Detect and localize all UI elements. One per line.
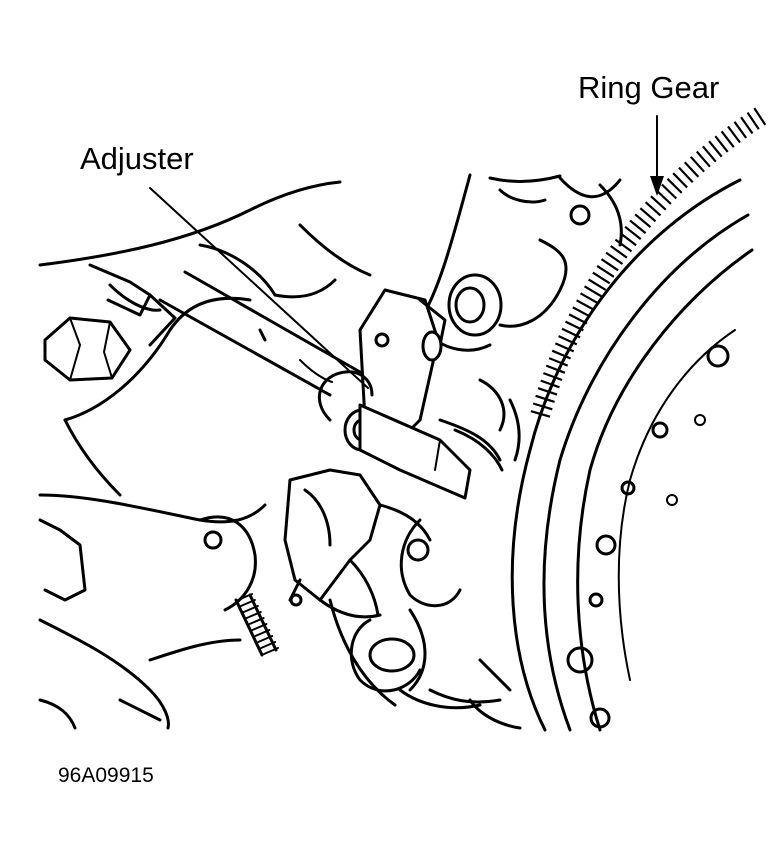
gear-tooth bbox=[540, 379, 560, 389]
gear-tooth bbox=[568, 313, 588, 325]
gear-tooth bbox=[614, 238, 633, 253]
gear-tooth bbox=[605, 251, 624, 265]
gear-tooth bbox=[733, 121, 748, 139]
gear-tooth bbox=[650, 195, 667, 211]
gear-tooth bbox=[600, 258, 619, 272]
gear-tooth bbox=[543, 372, 563, 382]
gear-tooth bbox=[655, 189, 672, 205]
leader-lines bbox=[149, 115, 664, 389]
gear-tooth bbox=[545, 364, 566, 374]
gear-tooth bbox=[610, 245, 628, 259]
gear-tooth bbox=[661, 183, 678, 200]
gear-tooth bbox=[583, 285, 603, 298]
ring-gear-teeth bbox=[530, 107, 767, 418]
gear-tooth bbox=[740, 116, 754, 135]
gear-tooth bbox=[683, 161, 700, 178]
gear-tooth bbox=[720, 130, 735, 148]
gear-tooth bbox=[689, 156, 705, 173]
gear-tooth bbox=[548, 357, 569, 367]
gear-tooth bbox=[588, 278, 607, 291]
gear-tooth bbox=[702, 145, 717, 163]
gear-tooth bbox=[695, 150, 711, 168]
gear-tooth bbox=[714, 135, 729, 153]
gear-tooth bbox=[634, 213, 652, 228]
gear-tooth bbox=[554, 342, 575, 353]
gear-tooth bbox=[558, 335, 578, 346]
gear-tooth bbox=[624, 225, 642, 240]
gear-tooth bbox=[746, 111, 760, 130]
gear-tooth bbox=[666, 178, 683, 194]
housing bbox=[328, 173, 623, 730]
gear-tooth bbox=[551, 349, 572, 360]
gear-tooth bbox=[639, 207, 657, 223]
adjuster-leader-line bbox=[149, 187, 369, 389]
gear-tooth bbox=[561, 327, 581, 339]
figure-id: 96A09915 bbox=[58, 764, 154, 787]
gear-tooth bbox=[565, 320, 584, 332]
gear-tooth bbox=[619, 232, 637, 247]
gear-tooth bbox=[727, 125, 741, 144]
gear-tooth bbox=[753, 107, 767, 126]
adjuster-rod bbox=[158, 270, 362, 397]
gear-tooth bbox=[644, 201, 662, 217]
gear-tooth bbox=[576, 299, 595, 311]
gear-tooth bbox=[629, 219, 647, 234]
ring-gear-label: Ring Gear bbox=[578, 70, 720, 105]
left-casting bbox=[38, 180, 372, 730]
gear-tooth bbox=[572, 306, 591, 318]
flywheel bbox=[510, 178, 754, 732]
ring-gear-arrowhead bbox=[650, 176, 664, 196]
gear-tooth bbox=[535, 394, 555, 403]
adjuster-bracket bbox=[283, 288, 504, 619]
gear-tooth bbox=[678, 166, 694, 183]
gear-tooth bbox=[530, 410, 551, 418]
gear-tooth bbox=[532, 402, 553, 411]
gear-tooth bbox=[708, 140, 723, 158]
gear-tooth bbox=[672, 172, 688, 189]
gear-tooth bbox=[596, 264, 615, 278]
gear-tooth bbox=[537, 387, 558, 396]
gear-tooth bbox=[592, 271, 611, 285]
adjuster-label: Adjuster bbox=[80, 141, 194, 176]
gear-tooth bbox=[579, 292, 599, 305]
